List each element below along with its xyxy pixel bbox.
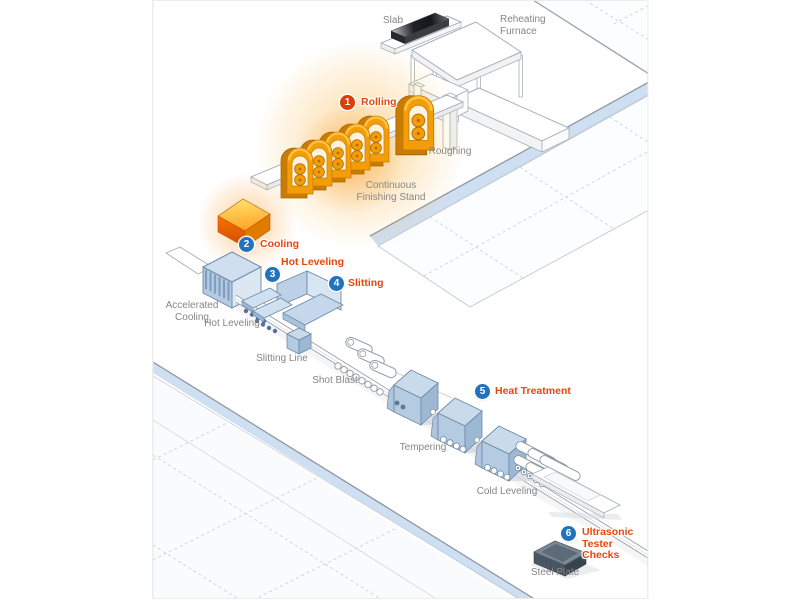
step-label-heat-treatment: Heat Treatment [495, 385, 571, 397]
label-cold-leveling: Cold Leveling [476, 486, 538, 497]
label-slitting-line: Slitting Line [256, 353, 308, 364]
slab-workpiece [390, 12, 450, 44]
step-label-slitting: Slitting [348, 277, 384, 289]
label-tempering: Tempering [399, 442, 447, 453]
step-badge-slitting: 4 [329, 276, 344, 291]
step-badge-heat-treatment: 5 [475, 384, 490, 399]
slitting-exit-box [285, 327, 313, 355]
line-rollers [334, 362, 384, 396]
label-roughing: Roughing [428, 146, 472, 157]
label-reheating-furnace: Reheating Furnace [500, 14, 546, 37]
hot-leveling-rolls [241, 287, 293, 334]
step-label-cooling: Cooling [260, 238, 300, 250]
step-badge-cooling: 2 [239, 237, 254, 252]
label-accelerated-cooling: Accelerated Cooling [165, 300, 219, 323]
step-badge-ultrasonic: 6 [561, 526, 576, 541]
steel-plate-block [530, 540, 601, 579]
outfeed-table [530, 466, 622, 520]
slitting-machine [276, 270, 344, 332]
label-slab: Slab [382, 15, 403, 26]
step-label-hot-leveling: Hot Leveling [281, 256, 345, 268]
label-shot-blast: Shot Blast [312, 375, 358, 386]
step-badge-rolling: 1 [340, 95, 355, 110]
label-hot-leveling: Hot Leveling [204, 318, 260, 329]
label-finishing-stand: Continuous Finishing Stand [356, 180, 426, 203]
step-badge-hot-leveling: 3 [265, 267, 280, 282]
step-label-rolling: Rolling [361, 96, 397, 108]
step-label-ultrasonic: Ultrasonic Tester Checks [582, 526, 634, 561]
label-steel-plate: Steel Plate [530, 567, 580, 578]
